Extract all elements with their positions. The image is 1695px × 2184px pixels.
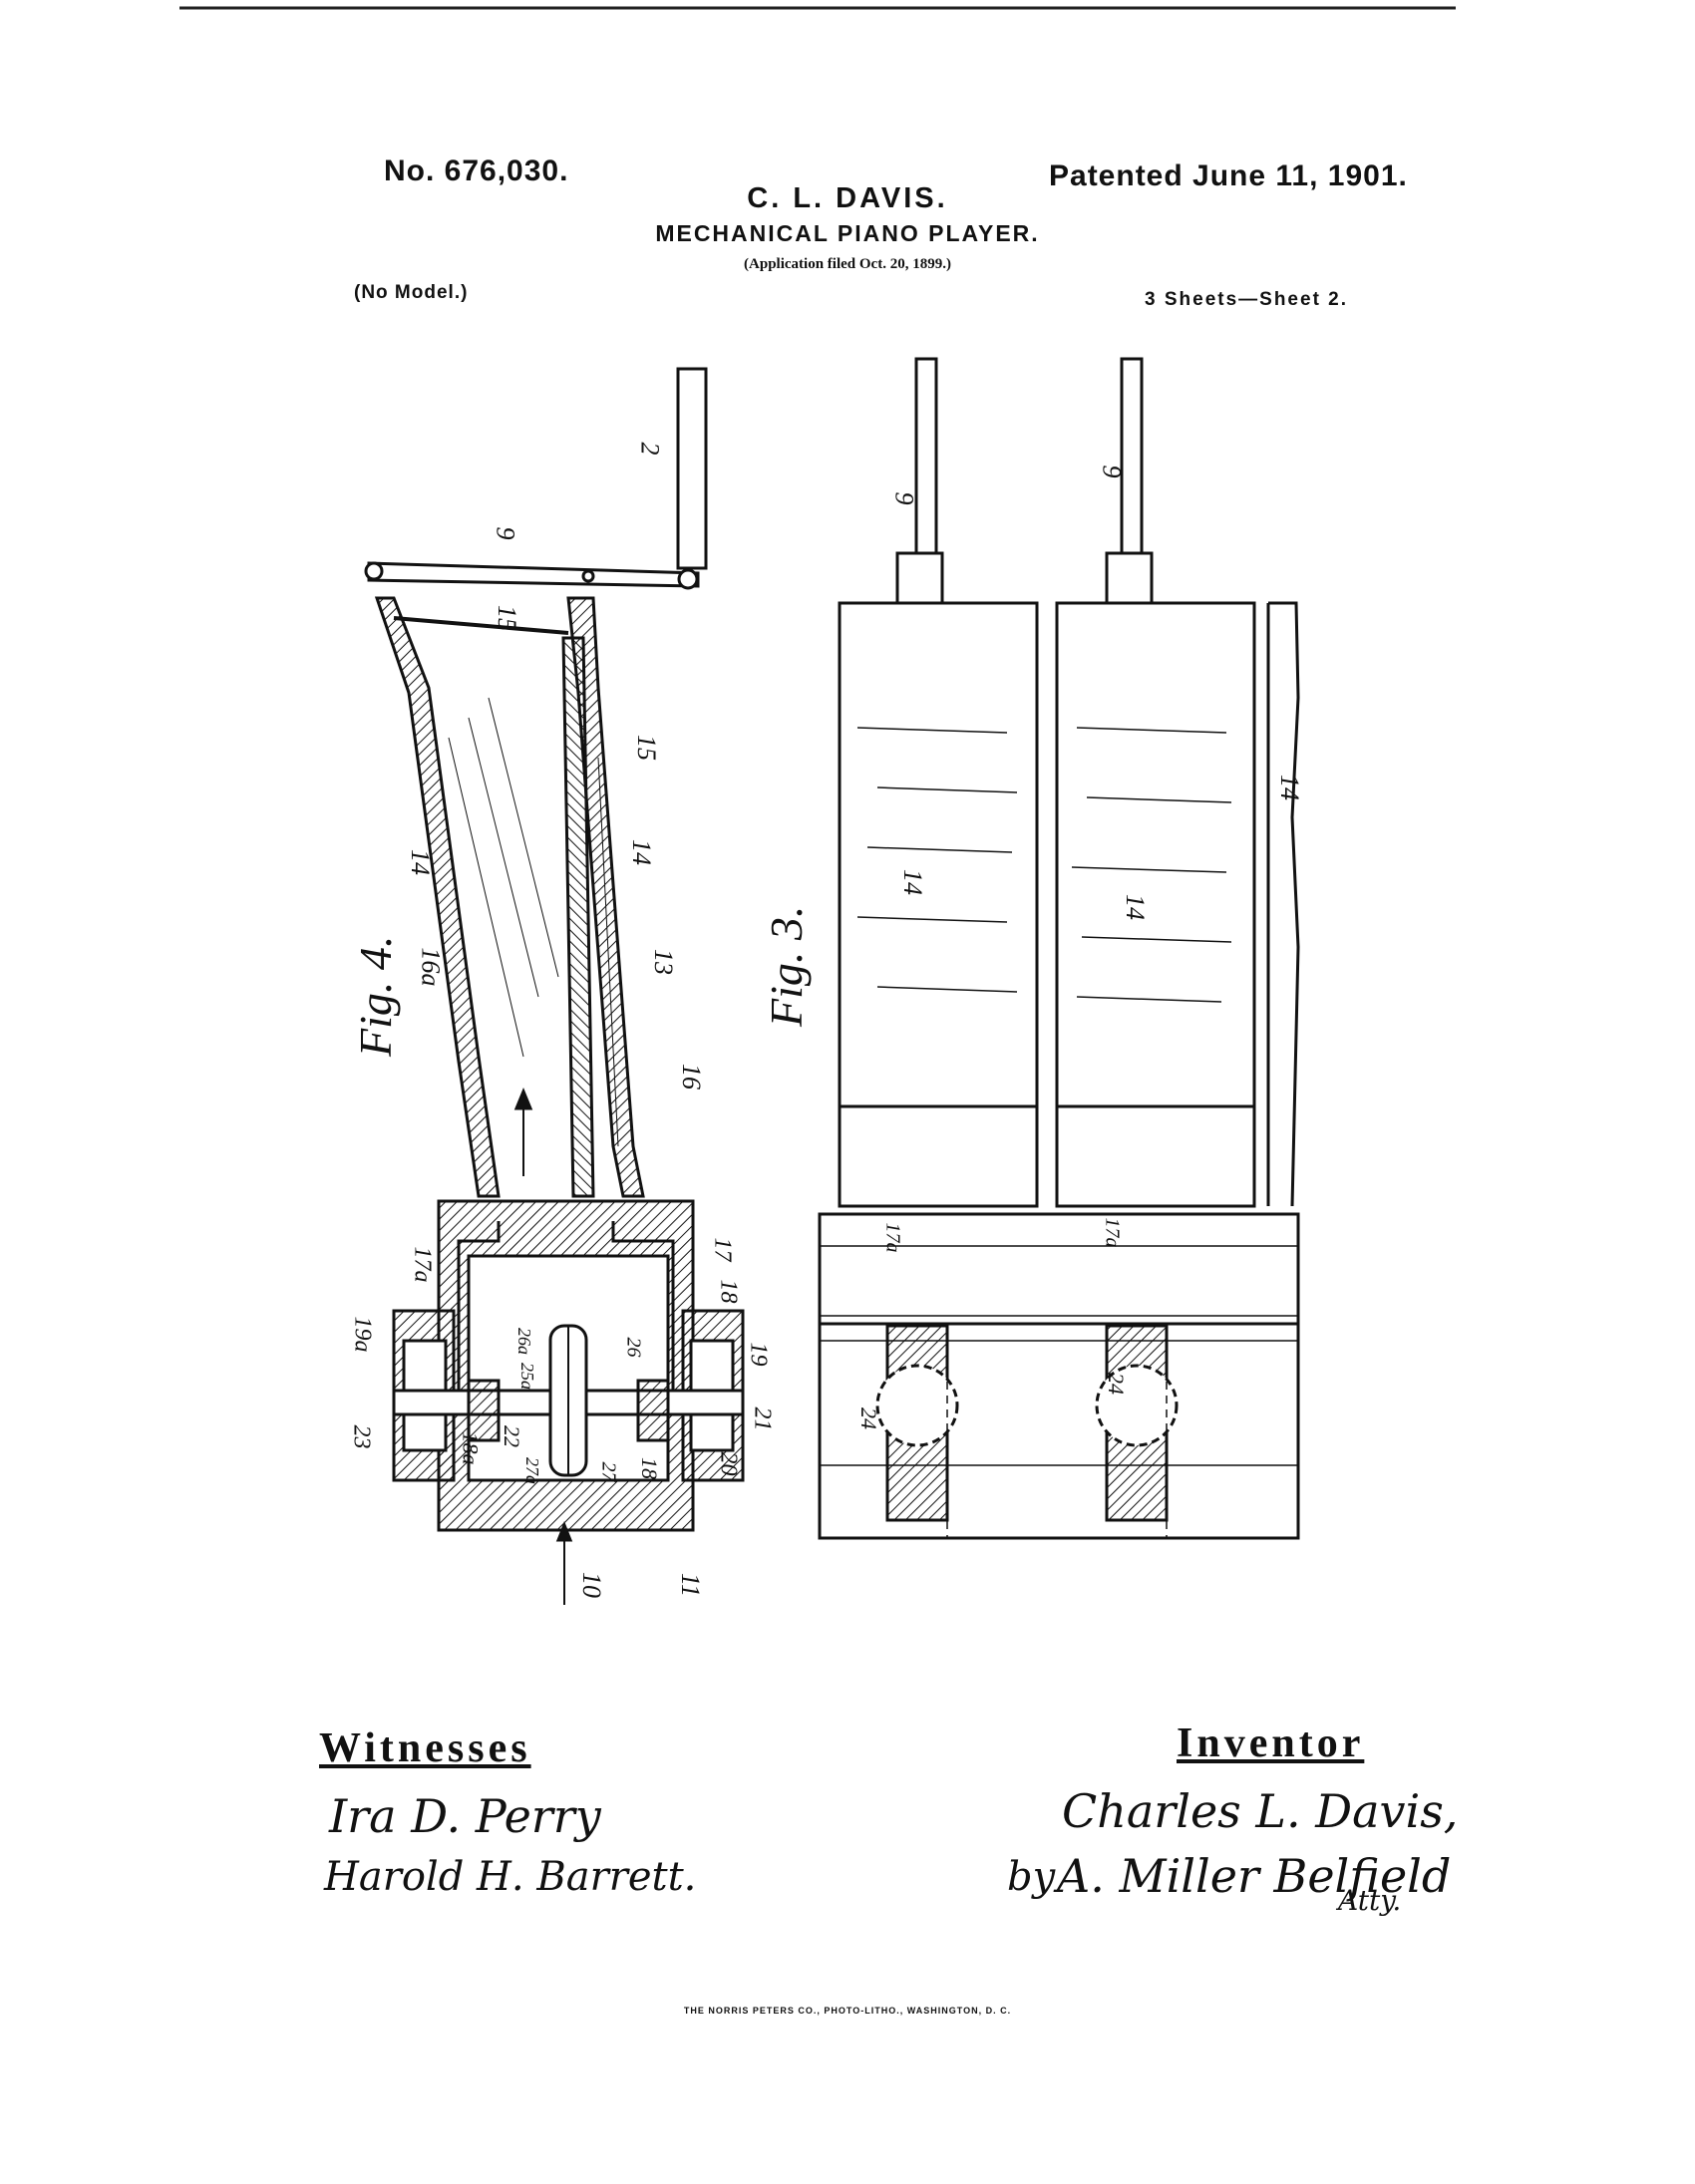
ref-2: 2 — [635, 442, 665, 456]
ref-19a: 19a — [349, 1316, 376, 1353]
ref-23: 23 — [348, 1424, 375, 1449]
attorney-abbreviation: Atty. — [1338, 1884, 1402, 1917]
ref-9: 9 — [491, 526, 520, 540]
ref-13: 13 — [649, 949, 678, 975]
ref-14-e: 14 — [1275, 775, 1304, 800]
ref-15: 15 — [493, 605, 521, 631]
ref-27: 27 — [597, 1461, 620, 1482]
sheet-count: 3 Sheets—Sheet 2. — [1145, 289, 1349, 310]
ref-22: 22 — [500, 1425, 524, 1447]
inventor-label: Inventor — [1177, 1720, 1365, 1766]
ref-25a: 25a — [517, 1363, 537, 1390]
ref-16: 16 — [677, 1064, 706, 1090]
ref-18-b: 18 — [637, 1457, 662, 1479]
ref-17a-b: 17a — [881, 1222, 904, 1253]
patented-date: Patented June 11, 1901. — [1049, 159, 1408, 192]
ref-24-b: 24 — [1104, 1373, 1129, 1395]
figure-3 — [818, 357, 1300, 1540]
ref-14: 14 — [406, 849, 435, 875]
attorney-signature: A. Miller Belfield — [1057, 1849, 1452, 1903]
ref-17a-c: 17a — [1101, 1217, 1124, 1248]
witnesses-label: Witnesses — [319, 1725, 531, 1771]
witness-signature-2: Harold H. Barrett. — [324, 1854, 697, 1900]
ref-18a: 18a — [458, 1431, 484, 1465]
printer-credit: THE NORRIS PETERS CO., PHOTO-LITHO., WAS… — [683, 2006, 1012, 2016]
ref-27a: 27a — [522, 1457, 542, 1484]
figure-3-title: Fig. 3. — [761, 905, 812, 1027]
ref-9-c: 9 — [1097, 465, 1127, 478]
ref-9-b: 9 — [889, 491, 919, 505]
inventor-signature: Charles L. Davis, — [1062, 1784, 1459, 1838]
inventor-name: C. L. DAVIS. — [747, 182, 948, 214]
ref-11: 11 — [676, 1572, 706, 1598]
ref-26: 26 — [622, 1337, 645, 1358]
ref-10: 10 — [577, 1572, 606, 1598]
patent-title: MECHANICAL PIANO PLAYER. — [655, 220, 1040, 246]
patent-number: No. 676,030. — [384, 155, 569, 187]
ref-24: 24 — [856, 1407, 881, 1429]
figure-4 — [364, 367, 745, 1605]
ref-16a: 16a — [416, 947, 446, 987]
ref-15-b: 15 — [632, 735, 661, 761]
figure-4-title: Fig. 4. — [350, 935, 401, 1057]
ref-14-b: 14 — [627, 839, 656, 865]
ref-20: 20 — [715, 1451, 742, 1476]
ref-14-c: 14 — [898, 869, 927, 895]
ref-18: 18 — [715, 1279, 742, 1304]
ref-17: 17 — [709, 1237, 736, 1262]
ref-26a: 26a — [514, 1328, 534, 1355]
ref-17a: 17a — [409, 1246, 436, 1283]
ref-21: 21 — [749, 1406, 776, 1431]
application-filed: (Application filed Oct. 20, 1899.) — [744, 256, 951, 272]
ref-19: 19 — [745, 1342, 772, 1367]
witness-signature-1: Ira D. Perry — [329, 1789, 601, 1843]
ref-14-d: 14 — [1121, 894, 1150, 920]
model-note: (No Model.) — [354, 282, 469, 303]
by-label: by — [1007, 1854, 1056, 1900]
